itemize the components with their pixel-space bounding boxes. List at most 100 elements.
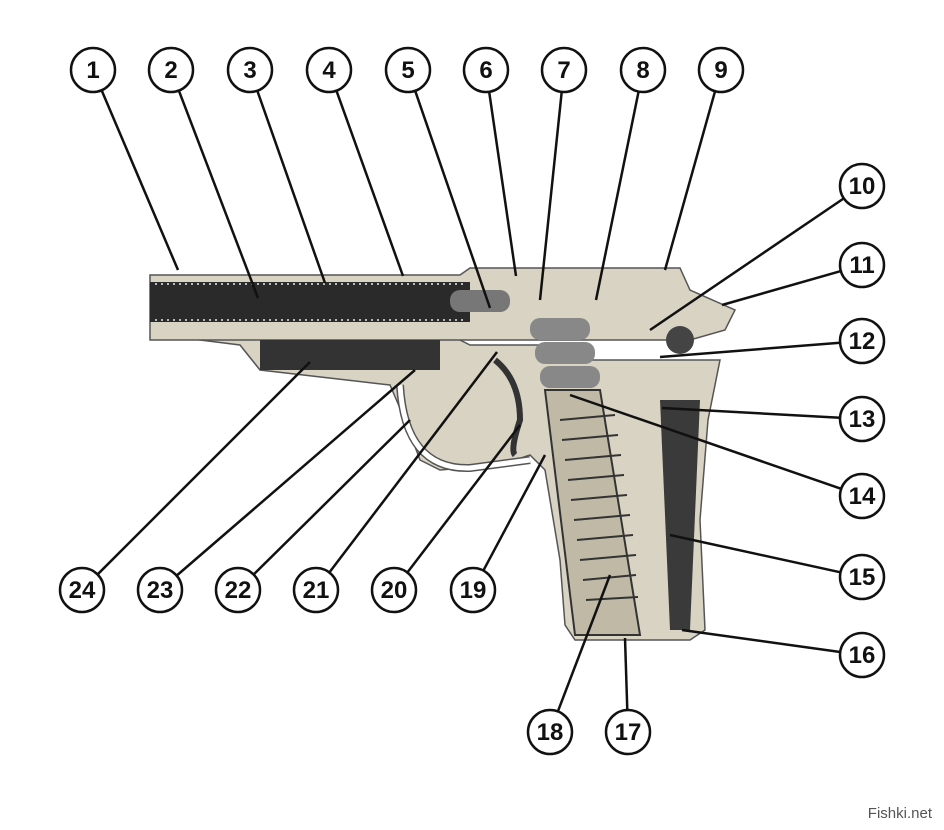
magazine xyxy=(543,389,642,636)
leader-line xyxy=(175,369,416,577)
leader-line xyxy=(659,341,841,359)
callout-number: 4 xyxy=(322,57,336,84)
leader-line xyxy=(328,351,498,574)
callout-circle xyxy=(136,566,184,614)
watermark: Fishki.net xyxy=(867,805,932,822)
callout-12: 12 xyxy=(659,317,886,365)
callout-circle xyxy=(69,46,117,94)
leader-line xyxy=(649,197,845,332)
leader-line xyxy=(335,90,405,277)
callout-number: 10 xyxy=(849,173,876,200)
trigger-guard-inner xyxy=(397,384,531,471)
leader-line xyxy=(413,90,492,309)
callout-number: 15 xyxy=(849,564,876,591)
callout-circle xyxy=(838,317,886,365)
callout-circle xyxy=(58,566,106,614)
callout-number: 24 xyxy=(69,577,96,604)
leader-line xyxy=(406,424,521,574)
callout-number: 22 xyxy=(225,577,252,604)
callout-7: 7 xyxy=(538,46,588,301)
callout-circle xyxy=(526,708,574,756)
leader-line xyxy=(256,90,327,284)
leader-line xyxy=(594,91,640,301)
callout-21: 21 xyxy=(292,351,498,614)
leader-line xyxy=(721,269,842,307)
callout-number: 18 xyxy=(537,719,564,746)
callout-number: 7 xyxy=(557,57,570,84)
callout-5: 5 xyxy=(384,46,492,309)
grip-panel-cutaway xyxy=(660,400,700,630)
callout-number: 17 xyxy=(615,719,642,746)
callout-number: 1 xyxy=(86,57,99,84)
callout-number: 20 xyxy=(381,577,408,604)
callout-circle xyxy=(147,46,195,94)
leader-line xyxy=(681,628,841,654)
callout-9: 9 xyxy=(663,46,745,271)
leader-line xyxy=(669,533,841,574)
callout-circle xyxy=(838,472,886,520)
leader-line xyxy=(96,361,311,576)
callout-20: 20 xyxy=(370,424,521,614)
callout-circle xyxy=(697,46,745,94)
callout-14: 14 xyxy=(569,393,886,520)
pistol-illustration xyxy=(149,267,737,641)
callout-circle xyxy=(449,566,497,614)
callout-circle xyxy=(838,631,886,679)
cartridge xyxy=(540,366,600,388)
callout-number: 8 xyxy=(636,57,649,84)
callout-19: 19 xyxy=(449,454,547,614)
callout-circle xyxy=(540,46,588,94)
callout-number: 9 xyxy=(714,57,727,84)
callout-circle xyxy=(305,46,353,94)
callout-number: 14 xyxy=(849,483,876,510)
callout-circle xyxy=(226,46,274,94)
callout-number: 6 xyxy=(479,57,492,84)
callout-3: 3 xyxy=(226,46,327,284)
callout-13: 13 xyxy=(661,395,886,443)
callout-circle xyxy=(838,395,886,443)
callout-circle xyxy=(462,46,510,94)
callout-circle xyxy=(838,553,886,601)
callout-number: 5 xyxy=(401,57,414,84)
callout-22: 22 xyxy=(214,419,411,614)
callout-number: 11 xyxy=(849,252,874,279)
callout-8: 8 xyxy=(594,46,667,301)
callout-number: 16 xyxy=(849,642,876,669)
callout-circle xyxy=(214,566,262,614)
callout-17: 17 xyxy=(604,637,652,756)
callout-number: 21 xyxy=(303,577,330,604)
callout-1: 1 xyxy=(69,46,180,271)
cartridge-chambered xyxy=(450,290,510,312)
callout-23: 23 xyxy=(136,369,416,614)
callout-circle xyxy=(619,46,667,94)
callout-circle xyxy=(292,566,340,614)
leader-line xyxy=(252,419,411,576)
callout-number: 12 xyxy=(849,328,876,355)
callout-15: 15 xyxy=(669,533,886,601)
callout-10: 10 xyxy=(649,162,886,332)
callout-circle xyxy=(604,708,652,756)
leader-line xyxy=(569,393,842,490)
trigger xyxy=(493,357,524,458)
cartridge xyxy=(535,342,595,364)
callout-circle xyxy=(384,46,432,94)
callout-number: 13 xyxy=(849,406,876,433)
leader-line xyxy=(661,406,841,420)
leader-line xyxy=(177,90,260,299)
callout-18: 18 xyxy=(526,574,612,756)
barrel xyxy=(150,282,470,322)
leader-line xyxy=(482,454,547,572)
cartridge xyxy=(530,318,590,340)
callout-16: 16 xyxy=(681,628,886,679)
callout-number: 23 xyxy=(147,577,174,604)
leader-line xyxy=(623,637,629,711)
leader-line xyxy=(538,91,563,301)
callout-24: 24 xyxy=(58,361,311,614)
callout-number: 19 xyxy=(460,577,487,604)
hammer xyxy=(666,326,694,354)
recoil-spring-housing xyxy=(260,340,440,370)
callout-4: 4 xyxy=(305,46,405,277)
